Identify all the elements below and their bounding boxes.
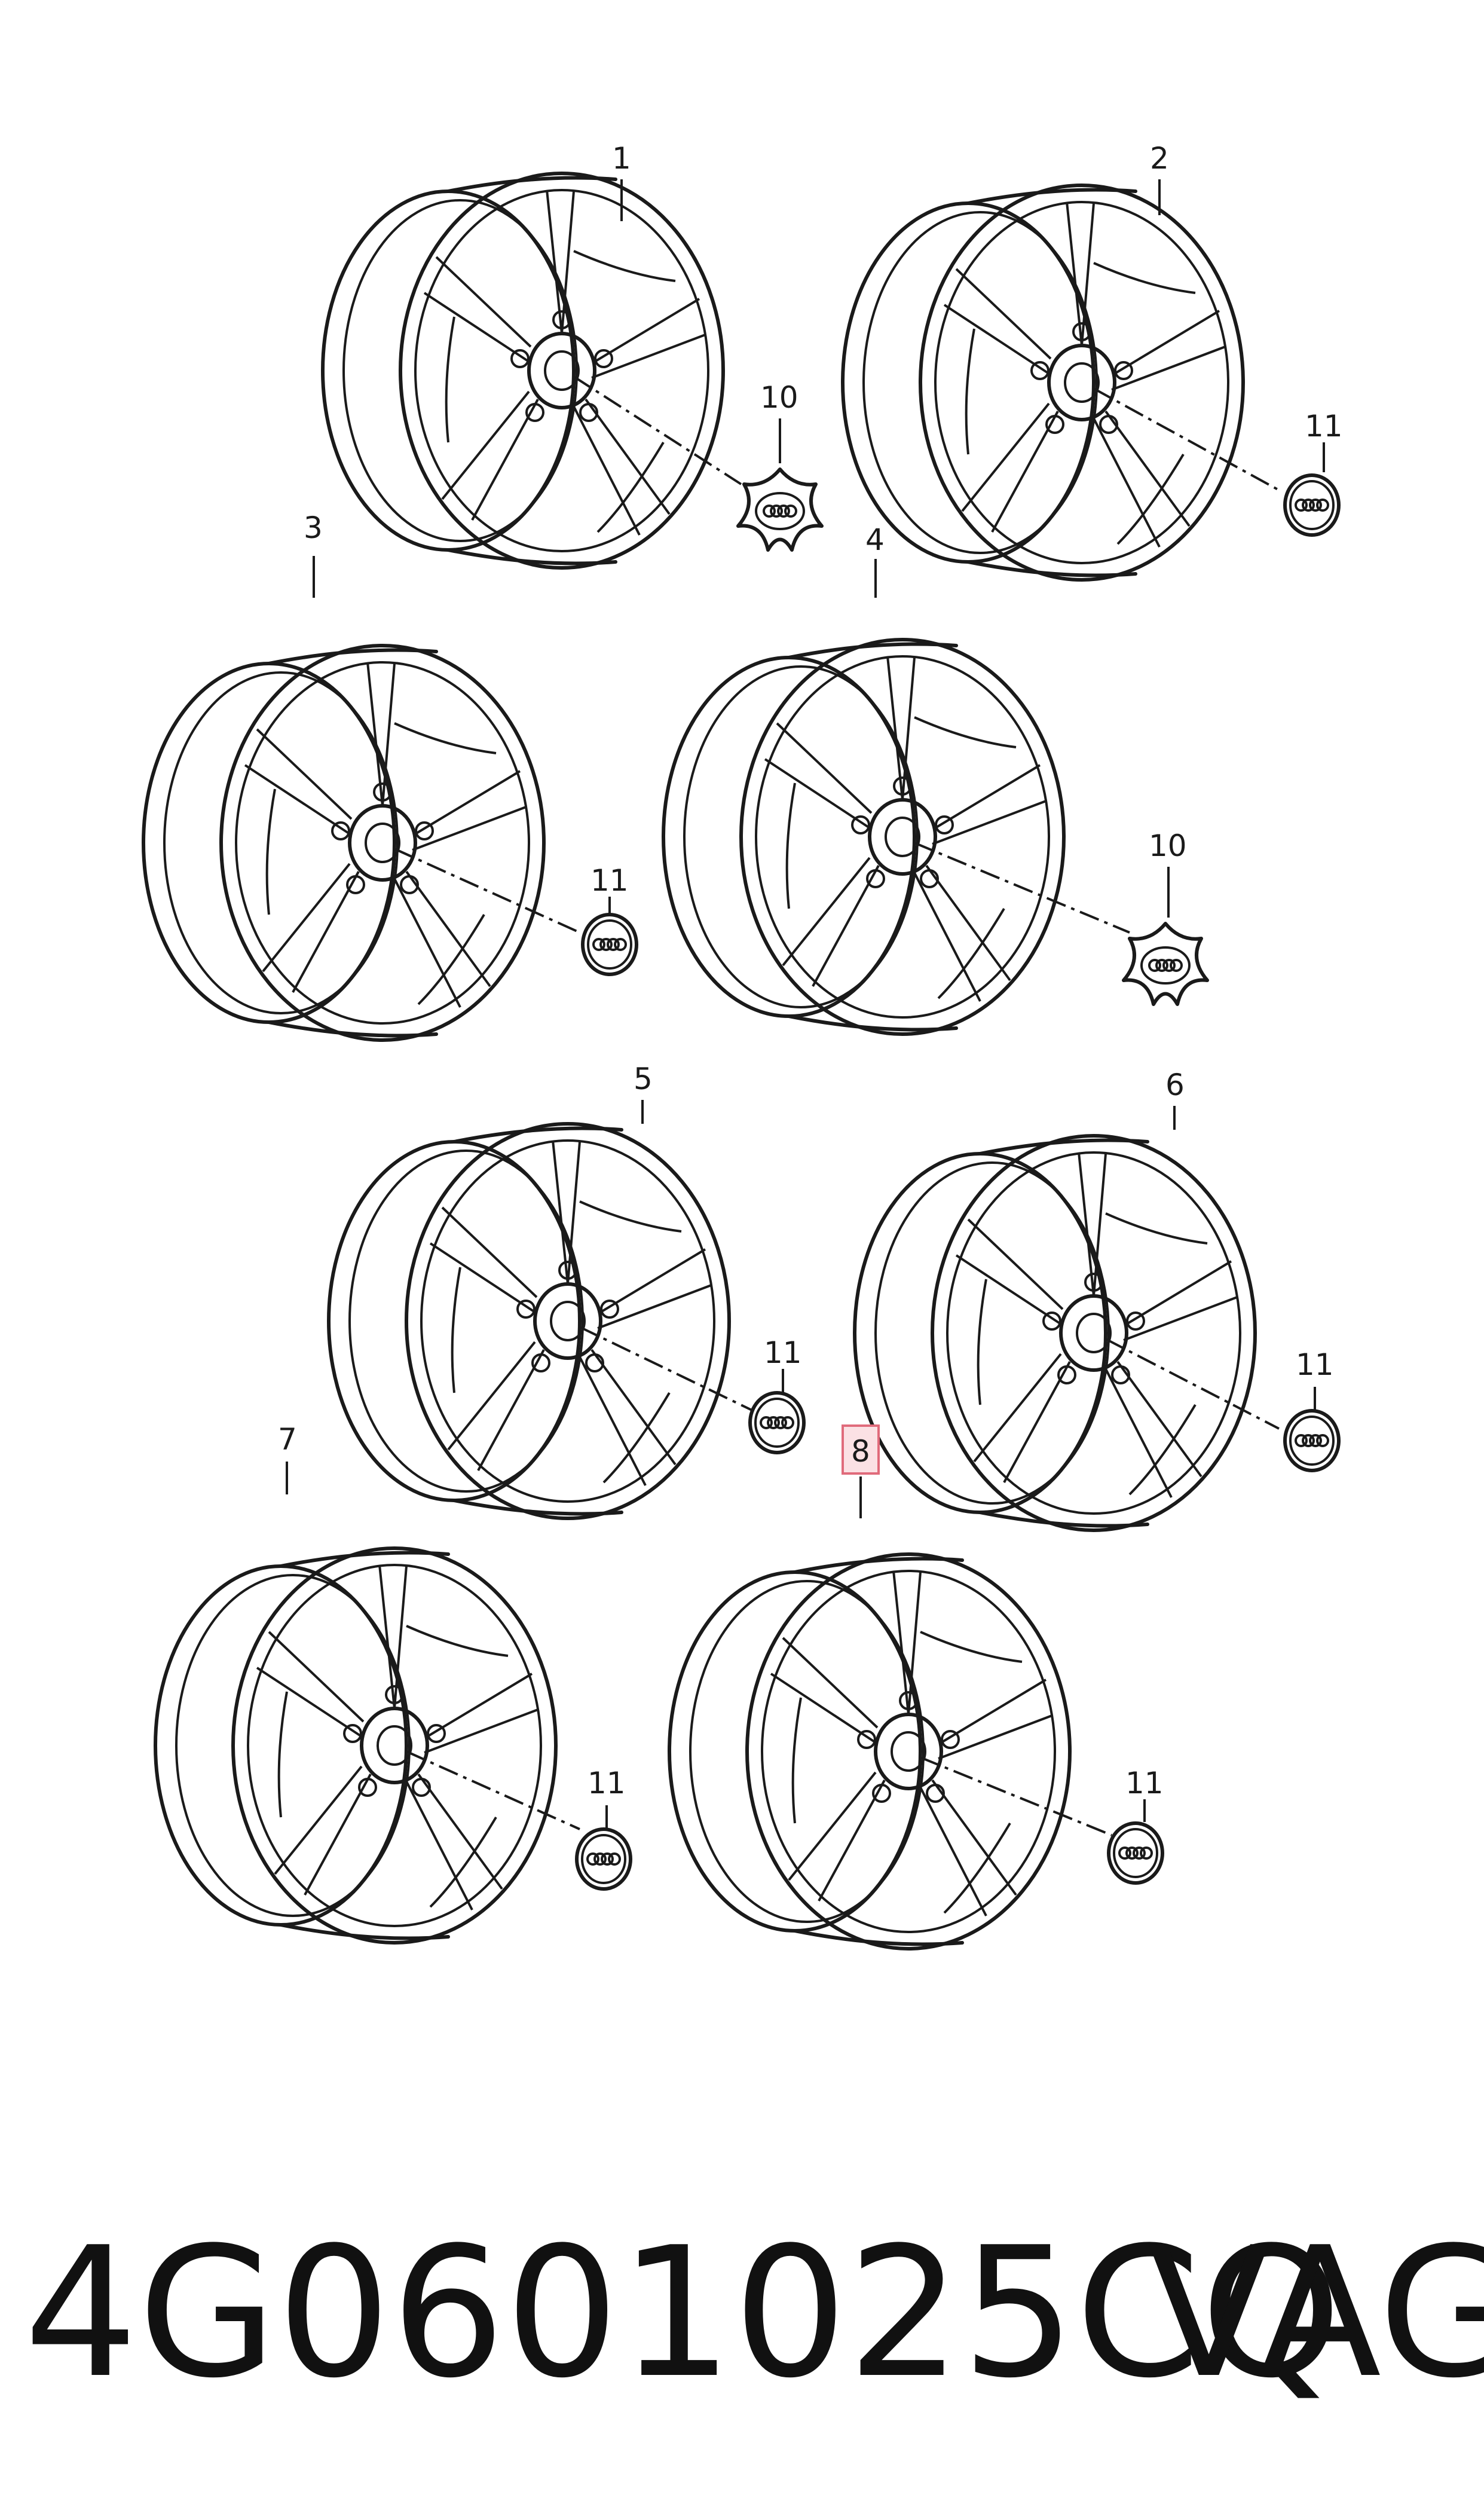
callout-11-b: 11: [590, 863, 629, 898]
callout-4: 4: [865, 522, 885, 557]
wheel-1: [323, 173, 723, 568]
callout-5: 5: [634, 1062, 653, 1096]
callout-11-e: 11: [588, 1766, 626, 1800]
callout-3: 3: [304, 510, 323, 545]
callout-1: 1: [612, 141, 631, 176]
wheel-5: [329, 1124, 729, 1518]
callout-8: 8: [851, 1434, 870, 1469]
wheel-4: [663, 640, 1064, 1034]
callout-2: 2: [1150, 141, 1169, 176]
wheel-6: [855, 1136, 1255, 1530]
wheel-8: [669, 1554, 1070, 1949]
callout-7: 7: [278, 1422, 297, 1457]
brand-name: VAG: [1148, 2209, 1484, 2417]
center-cap-11-e: [577, 1829, 631, 1889]
footer: 4G0601025CQ VAG: [24, 2200, 1484, 2427]
center-cap-11-b: [583, 915, 637, 974]
center-cap-11-f: [1109, 1823, 1162, 1883]
callout-11-a: 11: [1305, 409, 1343, 444]
callout-11-f: 11: [1125, 1766, 1164, 1800]
callout-6: 6: [1165, 1068, 1185, 1102]
center-cap-10-b: [1124, 924, 1207, 1004]
wheel-2: [843, 185, 1243, 580]
center-cap-11-d: [1285, 1411, 1339, 1471]
center-cap-11-a: [1285, 475, 1339, 535]
center-cap-10-a: [738, 469, 822, 550]
callout-8-highlight: [842, 1424, 880, 1475]
callout-10-b: 10: [1149, 829, 1187, 863]
wheel-3: [143, 646, 544, 1040]
callout-11-c: 11: [764, 1335, 802, 1370]
center-cap-11-c: [750, 1393, 804, 1453]
callout-10-a: 10: [760, 380, 798, 415]
part-number: 4G0601025CQ: [24, 2209, 1342, 2417]
wheel-parts-diagram: 1 10 2 11 3 11 4 10 5 11 6 11 7 11 8: [0, 141, 1343, 2092]
callout-11-d: 11: [1296, 1347, 1334, 1382]
wheel-7: [155, 1548, 556, 1943]
